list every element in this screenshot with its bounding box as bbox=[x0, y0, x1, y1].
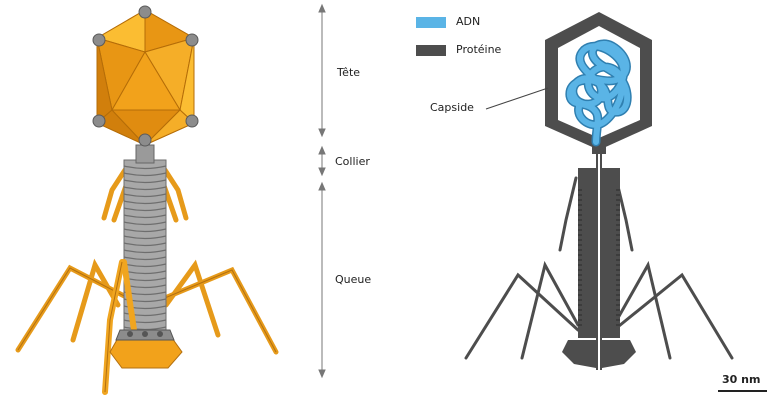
capside-leader-line bbox=[486, 88, 548, 109]
legend-swatch-adn bbox=[416, 17, 446, 28]
baseplate bbox=[110, 330, 182, 368]
legend-label-proteine: Protéine bbox=[456, 43, 501, 56]
legend-label-adn: ADN bbox=[456, 15, 480, 28]
legend-swatch-proteine bbox=[416, 45, 446, 56]
head-icosahedron bbox=[97, 10, 194, 145]
legend bbox=[416, 17, 446, 56]
label-queue: Queue bbox=[335, 273, 371, 286]
collar bbox=[136, 145, 154, 163]
phage-3d-illustration bbox=[18, 6, 276, 392]
dimension-brackets bbox=[319, 5, 325, 377]
phage-schematic bbox=[466, 12, 732, 370]
label-collier: Collier bbox=[335, 155, 370, 168]
scale-label: 30 nm bbox=[722, 373, 760, 386]
label-capside: Capside bbox=[430, 101, 474, 114]
schematic-tail bbox=[578, 150, 620, 370]
label-tete: Tête bbox=[337, 66, 360, 79]
